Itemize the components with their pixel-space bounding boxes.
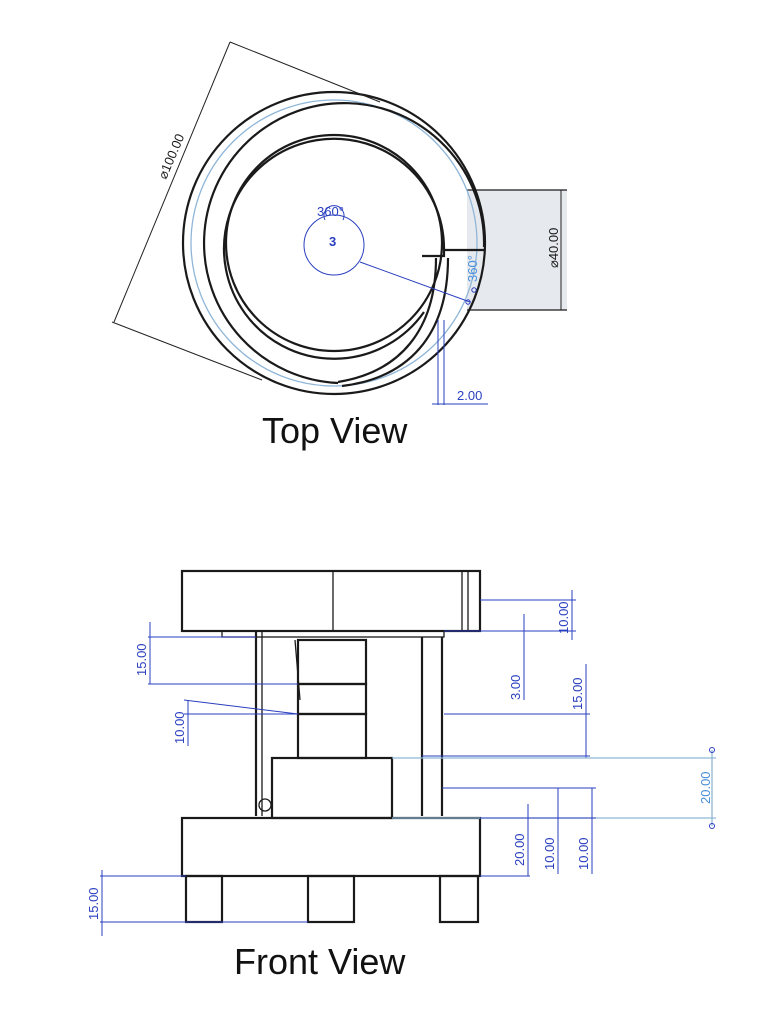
dim-right-offset: 20.00 (698, 771, 713, 804)
leg-left (184, 874, 224, 924)
top-view: 360° 3 360° ⌀100.00 ⌀40.00 2.00 Top View (111, 41, 567, 451)
center-circle (303, 214, 365, 276)
base-plate (180, 816, 482, 878)
sweep-angle-center: 360° (317, 204, 344, 219)
stack-upper (296, 638, 368, 686)
dim-left-mid: 10.00 (172, 711, 187, 744)
center-marker: 3 (329, 234, 336, 249)
leg-right (438, 874, 480, 924)
dim-base-height: 20.00 (512, 833, 527, 866)
spiral-wall (202, 102, 486, 385)
dim-leg-height: 15.00 (86, 887, 101, 920)
top-plate (180, 569, 482, 633)
top-view-title: Top View (262, 410, 408, 451)
slot-cut (422, 248, 484, 258)
stack-block (270, 756, 394, 820)
stack-lower (296, 712, 368, 760)
dim-upper-gap: 3.00 (508, 675, 523, 700)
reference-circle (190, 99, 478, 387)
post-diameter-label: ⌀40.00 (546, 228, 561, 268)
dim-top-plate: 10.00 (556, 601, 571, 634)
stack-mid (296, 682, 368, 716)
dim-base-step-a: 10.00 (542, 837, 557, 870)
dim-upper-column: 15.00 (570, 677, 585, 710)
front-view-title: Front View (234, 941, 406, 982)
dim-base-step-b: 10.00 (576, 837, 591, 870)
front-view: 15.00 10.00 15.00 10.00 3.00 15.00 20.00 (86, 569, 716, 982)
wall-thickness-label: 2.00 (457, 388, 482, 403)
sweep-angle-side: 360° (465, 255, 480, 282)
dim-left-upper: 15.00 (134, 643, 149, 676)
inner-bore (224, 133, 444, 353)
leg-center (306, 874, 356, 924)
